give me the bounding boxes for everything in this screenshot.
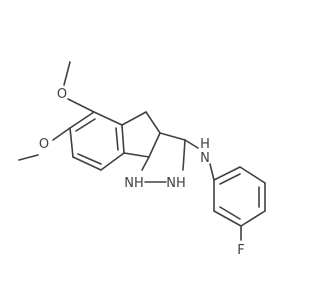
- bond-ph4: [240, 210, 266, 227]
- atom-label-layer: O O N H NH NH F: [39, 87, 245, 258]
- bond-ar3: [72, 156, 102, 171]
- atom-label-amine-h: H: [200, 137, 210, 152]
- bond-layer: [18, 61, 266, 241]
- atom-label-o1: O: [57, 87, 67, 102]
- bond-pz1: [159, 132, 186, 141]
- bond-o2-ring: [52, 127, 71, 141]
- bond-ar2: [69, 127, 74, 158]
- bond-methyl2-o2: [18, 154, 39, 161]
- bond-ar4: [100, 152, 125, 171]
- bond-ph1: [213, 166, 241, 181]
- bond-ch2-b: [145, 111, 161, 134]
- bond-ch2-a: [121, 111, 147, 126]
- bond-cp-d: [123, 152, 150, 158]
- bond-ar1: [69, 111, 95, 129]
- bond-ar5: [121, 124, 125, 154]
- bond-c3-n: [184, 139, 199, 149]
- bond-ph-double3: [219, 206, 241, 220]
- bond-ph5: [213, 210, 242, 227]
- bond-ph-double1: [219, 173, 241, 185]
- atom-label-amine-n: N: [200, 151, 210, 166]
- bond-ph2: [239, 166, 266, 184]
- bond-n-phenyl: [209, 163, 215, 181]
- bond-pz2: [182, 139, 186, 171]
- bond-o1-ring: [67, 98, 95, 113]
- atom-label-nh-2: NH: [166, 176, 186, 191]
- molecule-structure-diagram: O O N H NH NH F: [18, 61, 266, 258]
- bond-ar6: [93, 111, 123, 126]
- atom-label-nh-1: NH: [124, 176, 144, 191]
- atom-label-f: F: [237, 243, 244, 258]
- bond-pz4: [141, 156, 150, 171]
- bond-ar-double2: [77, 153, 102, 165]
- bond-ar-double3: [115, 127, 119, 151]
- atom-label-o2: O: [39, 137, 49, 152]
- bond-cp-c: [148, 132, 161, 158]
- bond-ar-double1: [75, 118, 96, 132]
- bond-methyl1-o1: [63, 61, 71, 86]
